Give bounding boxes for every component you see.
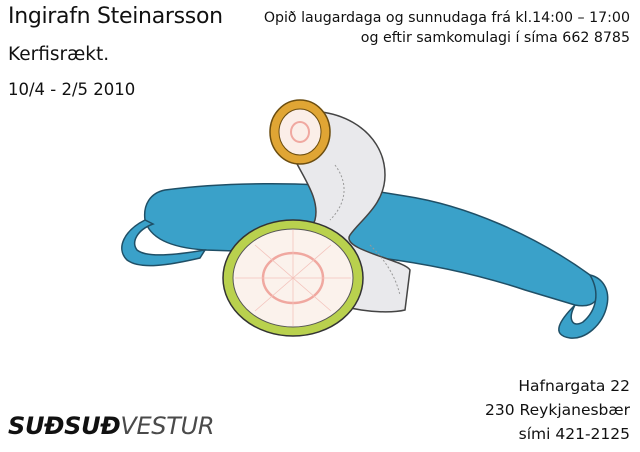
logo-bold-part: SUÐSUÐ: [8, 412, 121, 440]
gallery-logo: SUÐSUÐVESTUR: [8, 412, 215, 440]
opening-hours-line-1: Opið laugardaga og sunnudaga frá kl.14:0…: [263, 10, 630, 26]
tube-shading: [329, 164, 401, 296]
tube-end-large-rays: [235, 230, 351, 326]
opening-hours: Opið laugardaga og sunnudaga frá kl.14:0…: [264, 8, 630, 48]
address-street: Hafnargata 22: [518, 377, 630, 395]
blue-band-left-hook: [121, 219, 207, 267]
opening-hours-line-2: og eftir samkomulagi í síma 662 8785: [360, 30, 630, 46]
address-block: Hafnargata 22 230 Reykjanesbær sími 421-…: [485, 374, 630, 446]
address-city: 230 Reykjanesbær: [485, 401, 630, 419]
exhibition-title: Kerfisrækt.: [8, 44, 110, 65]
tube-end-small-inner: [278, 108, 322, 156]
logo-light-part: VESTUR: [120, 412, 215, 440]
exhibition-dates: 10/4 - 2/5 2010: [8, 80, 136, 99]
blue-band-right-hook: [558, 273, 609, 339]
artist-name: Ingirafn Steinarsson: [8, 4, 223, 29]
address-phone: sími 421-2125: [518, 425, 630, 443]
artwork-illustration: [121, 99, 609, 339]
tube-end-small-core: [290, 121, 310, 143]
